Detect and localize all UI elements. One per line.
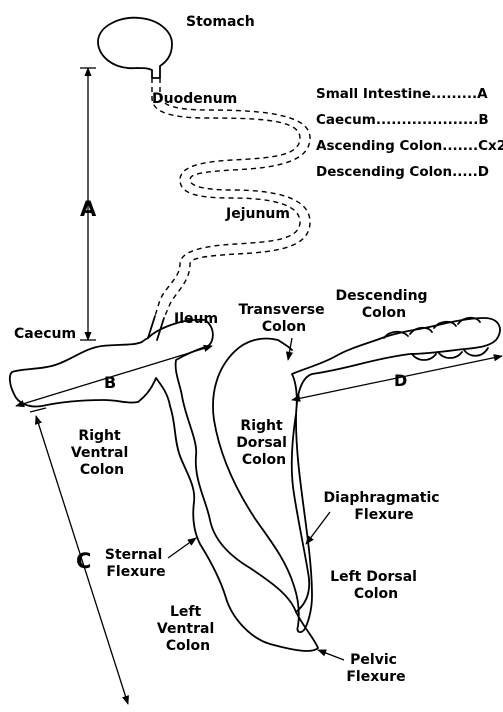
legend-item-ascending-colon: Ascending Colon.......Cx2 <box>316 138 503 154</box>
legend-item-descending-colon: Descending Colon.....D <box>316 164 489 180</box>
label-right-dorsal-colon: Right Dorsal Colon <box>236 418 292 468</box>
sternal-flexure-pointer <box>168 538 196 558</box>
stomach-shape <box>98 18 172 78</box>
measure-letter-d: D <box>394 371 407 390</box>
measure-letter-a: A <box>80 197 97 221</box>
label-left-ventral-colon: Left Ventral Colon <box>157 604 219 654</box>
label-right-ventral-colon: Right Ventral Colon <box>71 428 133 478</box>
label-duodenum: Duodenum <box>152 91 237 107</box>
small-intestine-left-wall <box>152 78 300 316</box>
label-pelvic-flexure: Pelvic Flexure <box>346 652 405 685</box>
descending-colon-haustra <box>384 318 488 360</box>
legend: Small Intestine.........A Caecum........… <box>316 86 503 180</box>
ventral-colon-outline <box>10 320 318 651</box>
label-ileum: Ileum <box>174 311 218 327</box>
label-descending-colon: Descending Colon <box>336 288 433 321</box>
label-left-dorsal-colon: Left Dorsal Colon <box>330 569 422 602</box>
label-transverse-colon: Transverse Colon <box>239 302 330 335</box>
pelvic-flexure-pointer <box>318 650 344 660</box>
legend-item-caecum: Caecum....................B <box>316 112 489 128</box>
measure-letter-c: C <box>76 549 91 573</box>
small-intestine-right-wall <box>160 78 310 318</box>
measure-letter-b: B <box>104 373 116 392</box>
label-stomach: Stomach <box>186 14 255 30</box>
legend-item-small-intestine: Small Intestine.........A <box>316 86 488 102</box>
label-jejunum: Jejunum <box>225 206 290 222</box>
label-sternal-flexure: Sternal Flexure <box>105 547 167 580</box>
diaphragmatic-flexure-pointer <box>306 512 330 544</box>
label-caecum: Caecum <box>14 326 76 342</box>
measure-c-tick-top <box>30 408 46 412</box>
label-diaphragmatic-flexure: Diaphragmatic Flexure <box>324 490 445 523</box>
